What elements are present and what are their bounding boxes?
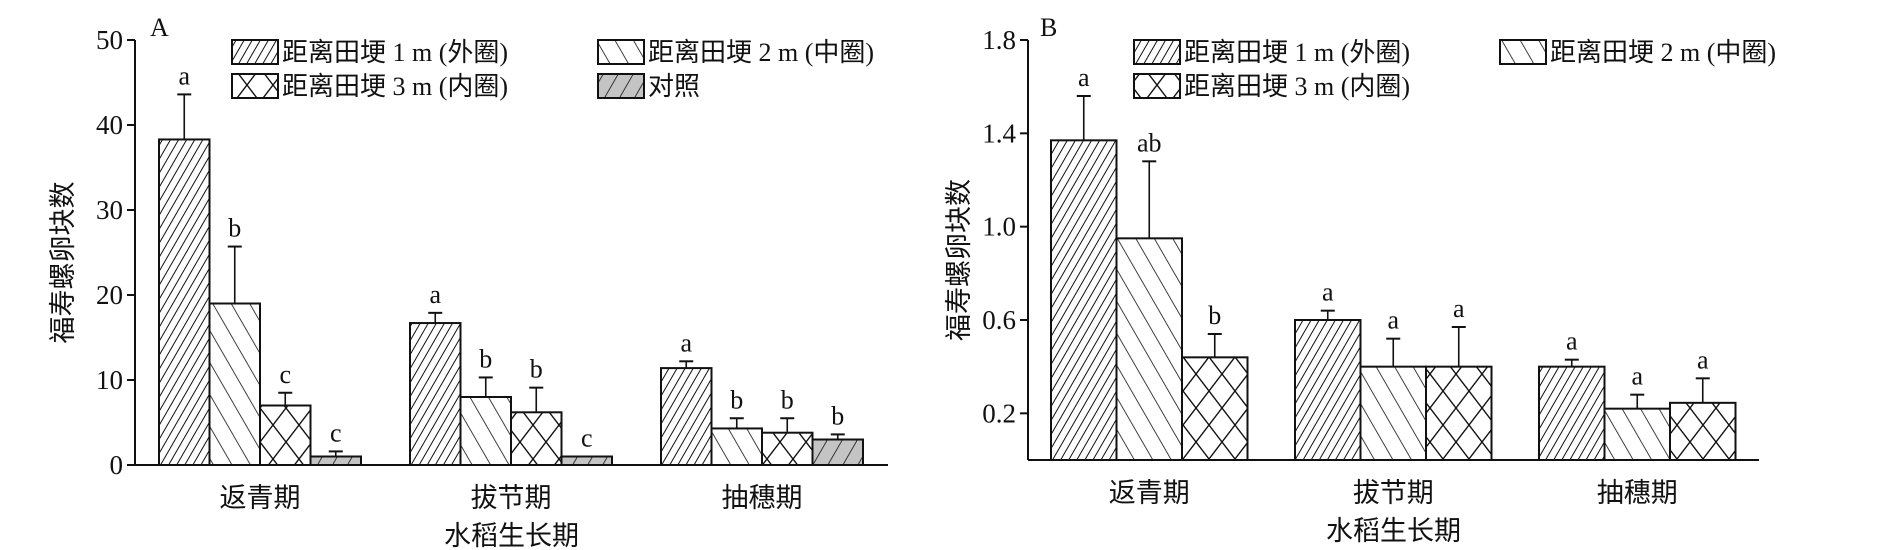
y-tick-label: 40 bbox=[96, 110, 123, 140]
significance-letter: a bbox=[1566, 327, 1578, 356]
x-category-label: 返青期 bbox=[220, 483, 301, 513]
bar bbox=[1294, 319, 1362, 461]
bar bbox=[761, 431, 814, 467]
y-tick-label: 50 bbox=[96, 25, 123, 55]
legend-label: 距离田埂 3 m (内圈) bbox=[282, 72, 508, 101]
bar bbox=[259, 404, 312, 466]
panel-label: A bbox=[150, 13, 169, 42]
legend-label: 距离田埂 2 m (中圈) bbox=[1550, 38, 1776, 67]
bar bbox=[1669, 401, 1737, 462]
bar bbox=[409, 322, 462, 466]
y-tick-label: 0.2 bbox=[982, 398, 1016, 428]
bar bbox=[660, 367, 713, 467]
bar bbox=[1603, 407, 1671, 461]
significance-letter: a bbox=[429, 280, 441, 309]
y-tick-label: 1.4 bbox=[982, 118, 1016, 148]
legend-label: 距离田埂 3 m (内圈) bbox=[1184, 72, 1410, 101]
bar bbox=[510, 411, 563, 466]
bar bbox=[811, 438, 864, 466]
significance-letter: a bbox=[1078, 63, 1090, 92]
significance-letter: b bbox=[831, 401, 844, 430]
bar bbox=[560, 455, 613, 466]
significance-letter: c bbox=[279, 360, 291, 389]
legend-swatch bbox=[597, 73, 645, 99]
significance-letter: a bbox=[1322, 278, 1334, 307]
bar bbox=[1181, 356, 1249, 462]
y-axis-title: 福寿螺卵块数 bbox=[944, 179, 974, 341]
bar bbox=[158, 138, 211, 466]
bar bbox=[710, 427, 763, 467]
y-tick-label: 20 bbox=[96, 280, 123, 310]
significance-letter: b bbox=[228, 214, 241, 243]
legend-label: 对照 bbox=[648, 72, 700, 101]
significance-letter: b bbox=[730, 385, 743, 414]
legend-swatch bbox=[1499, 39, 1547, 65]
bar bbox=[208, 302, 261, 466]
significance-letter: a bbox=[1631, 362, 1643, 391]
significance-letter: a bbox=[178, 61, 190, 90]
significance-letter: a bbox=[1697, 345, 1709, 374]
legend-swatch bbox=[1133, 73, 1181, 99]
significance-letter: b bbox=[1208, 301, 1221, 330]
significance-letter: c bbox=[330, 418, 342, 447]
x-category-label: 拔节期 bbox=[1353, 478, 1434, 508]
bar bbox=[1115, 237, 1183, 461]
legend-label: 距离田埂 1 m (外圈) bbox=[282, 38, 508, 67]
x-category-label: 拔节期 bbox=[471, 483, 552, 513]
legend-label: 距离田埂 1 m (外圈) bbox=[1184, 38, 1410, 67]
y-tick-label: 1.0 bbox=[982, 212, 1016, 242]
significance-letter: ab bbox=[1137, 128, 1162, 157]
y-tick-label: 0 bbox=[110, 450, 124, 480]
y-tick-label: 30 bbox=[96, 195, 123, 225]
significance-letter: c bbox=[581, 424, 593, 453]
significance-letter: b bbox=[479, 344, 492, 373]
significance-letter: b bbox=[781, 385, 794, 414]
y-axis-title: 福寿螺卵块数 bbox=[48, 182, 78, 344]
significance-letter: a bbox=[1387, 306, 1399, 335]
bar bbox=[1425, 365, 1493, 461]
legend-swatch bbox=[231, 73, 279, 99]
bar bbox=[1050, 139, 1118, 461]
x-category-label: 抽穗期 bbox=[1597, 478, 1678, 508]
x-category-label: 返青期 bbox=[1109, 478, 1190, 508]
y-tick-label: 0.6 bbox=[982, 305, 1016, 335]
bar bbox=[459, 396, 512, 466]
legend-label: 距离田埂 2 m (中圈) bbox=[648, 38, 874, 67]
bar bbox=[1538, 365, 1606, 461]
significance-letter: a bbox=[680, 328, 692, 357]
x-axis-title: 水稻生长期 bbox=[444, 521, 579, 550]
panel-label: B bbox=[1040, 13, 1057, 42]
significance-letter: a bbox=[1453, 294, 1465, 323]
legend-swatch bbox=[597, 39, 645, 65]
legend-swatch bbox=[231, 39, 279, 65]
bar bbox=[1359, 365, 1427, 461]
y-tick-label: 1.8 bbox=[982, 25, 1016, 55]
bar bbox=[309, 455, 362, 466]
x-axis-title: 水稻生长期 bbox=[1326, 516, 1461, 546]
x-category-label: 抽穗期 bbox=[722, 483, 803, 513]
y-tick-label: 10 bbox=[96, 365, 123, 395]
significance-letter: b bbox=[530, 355, 543, 384]
legend-swatch bbox=[1133, 39, 1181, 65]
